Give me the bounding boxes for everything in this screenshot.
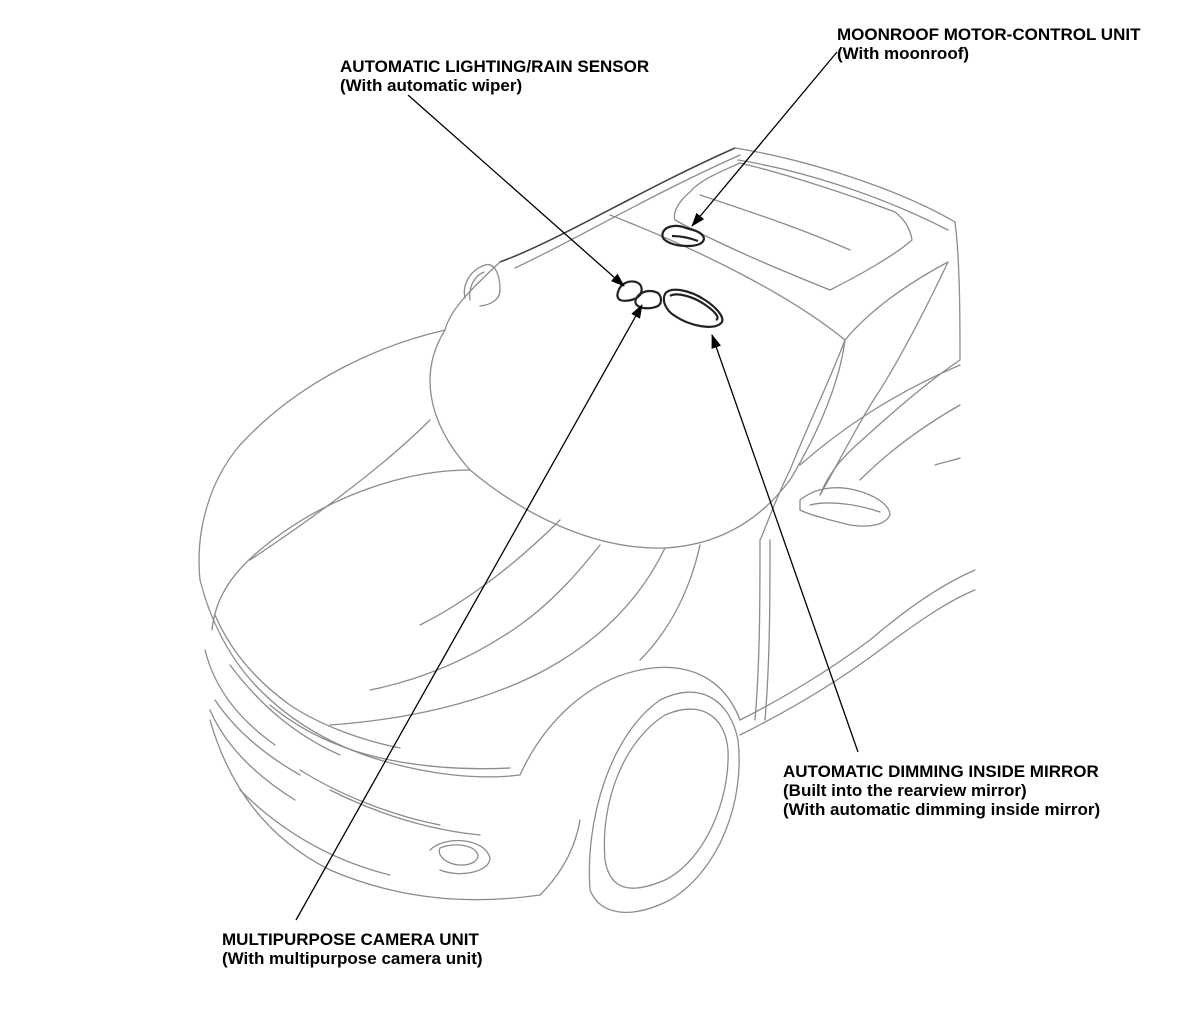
callout-note: (With automatic wiper) [340,76,523,95]
callout-note: (Built into the rearview mirror) [783,781,1027,800]
leader-rain-sensor [407,94,625,287]
callout-note: (With multipurpose camera unit) [222,949,483,968]
leader-camera [295,304,643,921]
front-wheel [588,691,740,913]
rearview-mirror [662,288,724,328]
windshield-top [609,214,846,341]
left-side-mirror [463,263,501,307]
right-side-mirror [799,487,891,527]
side-window [799,364,961,466]
callout-title: MOONROOF MOTOR-CONTROL UNIT [837,25,1141,44]
callout-moonroof-motor-control-unit: MOONROOF MOTOR-CONTROL UNIT (With moonro… [837,25,1140,63]
leader-moonroof [691,51,838,227]
front-fender [519,666,741,776]
headlight [269,704,511,770]
callout-title: MULTIPURPOSE CAMERA UNIT [222,930,479,949]
leader-mirror [711,334,859,753]
moonroof-motor-control-unit [661,224,706,248]
callout-multipurpose-camera-unit: MULTIPURPOSE CAMERA UNIT (With multipurp… [222,930,483,968]
multipurpose-camera [634,289,663,310]
components [616,224,724,328]
sunroof-glass [673,162,913,291]
rain-sensor [616,280,643,302]
front-fascia [199,579,521,778]
leader-lines [295,51,859,921]
front-bumper [209,719,541,901]
callout-note: (With automatic dimming inside mirror) [783,800,1101,819]
fog-light [438,844,479,866]
callout-title: AUTOMATIC LIGHTING/RAIN SENSOR [340,57,650,76]
windshield [429,329,846,549]
callout-automatic-dimming-inside-mirror: AUTOMATIC DIMMING INSIDE MIRROR (Built i… [783,762,1100,819]
callout-automatic-lighting-rain-sensor: AUTOMATIC LIGHTING/RAIN SENSOR (With aut… [340,57,649,95]
callout-title: AUTOMATIC DIMMING INSIDE MIRROR [783,762,1099,781]
car-outline [198,147,976,913]
roof-edge [499,147,736,263]
roof-rear-edge [737,159,949,231]
callout-note: (With moonroof) [837,44,970,63]
hood [198,329,446,581]
